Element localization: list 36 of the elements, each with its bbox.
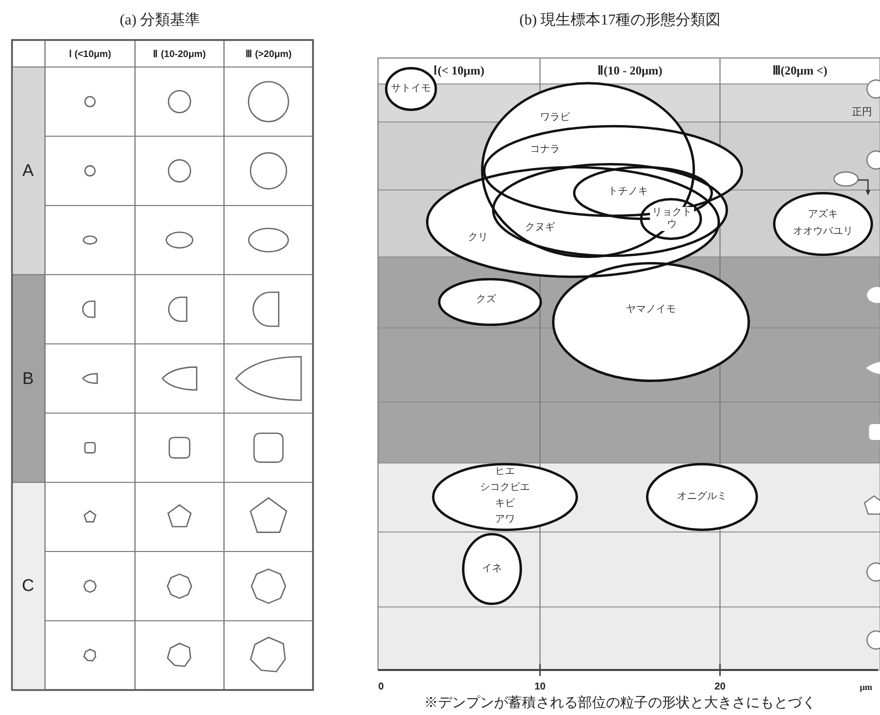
panel-title: (b) 現生標本17種の形態分類図	[519, 11, 721, 30]
species-label: クヌギ	[524, 222, 556, 234]
group-letter: B	[22, 368, 34, 388]
footnote: ※デンプンが蓄積される部位の粒子の形状と大きさにもとづく	[424, 694, 816, 712]
column-header: Ⅲ (>20μm)	[245, 48, 292, 60]
column-header: Ⅱ(10 - 20μm)	[598, 64, 662, 78]
species-label: シコクビエ	[479, 482, 531, 494]
grain-ellipse	[492, 163, 728, 257]
species-label: リョクトウ	[650, 207, 694, 231]
species-label: イネ	[481, 563, 503, 575]
axis-unit-label: μm	[860, 682, 872, 692]
panel-title: (a) 分類基準	[120, 11, 200, 30]
species-label: キビ	[494, 498, 516, 510]
column-header: Ⅲ(20μm <)	[772, 64, 828, 78]
axis-tick-label: 0	[378, 682, 384, 692]
column-header: Ⅰ (<10μm)	[68, 48, 112, 60]
shape-label: 正円	[852, 106, 872, 119]
group-letter: A	[22, 160, 34, 181]
column-header: Ⅱ (10-20μm)	[153, 48, 206, 60]
axis-tick-label: 10	[534, 682, 546, 692]
grain-ellipse	[483, 125, 743, 217]
species-label: アワ	[494, 514, 516, 526]
species-label: クズ	[475, 294, 497, 306]
column-header: Ⅰ(< 10μm)	[434, 64, 484, 78]
grain-ellipse	[773, 192, 873, 256]
grain-ellipse	[481, 82, 695, 258]
species-label: コナラ	[529, 144, 561, 156]
species-label: アズキ	[807, 209, 839, 221]
species-label: サトイモ	[390, 83, 432, 95]
species-label: ヒエ	[494, 466, 516, 478]
group-letter: C	[22, 576, 34, 596]
grain-ellipse	[426, 166, 720, 278]
axis-tick-label: 20	[714, 682, 726, 692]
grain-ellipse	[432, 463, 578, 531]
species-label: ヤマノイモ	[625, 304, 677, 316]
species-label: ワラビ	[539, 112, 571, 124]
